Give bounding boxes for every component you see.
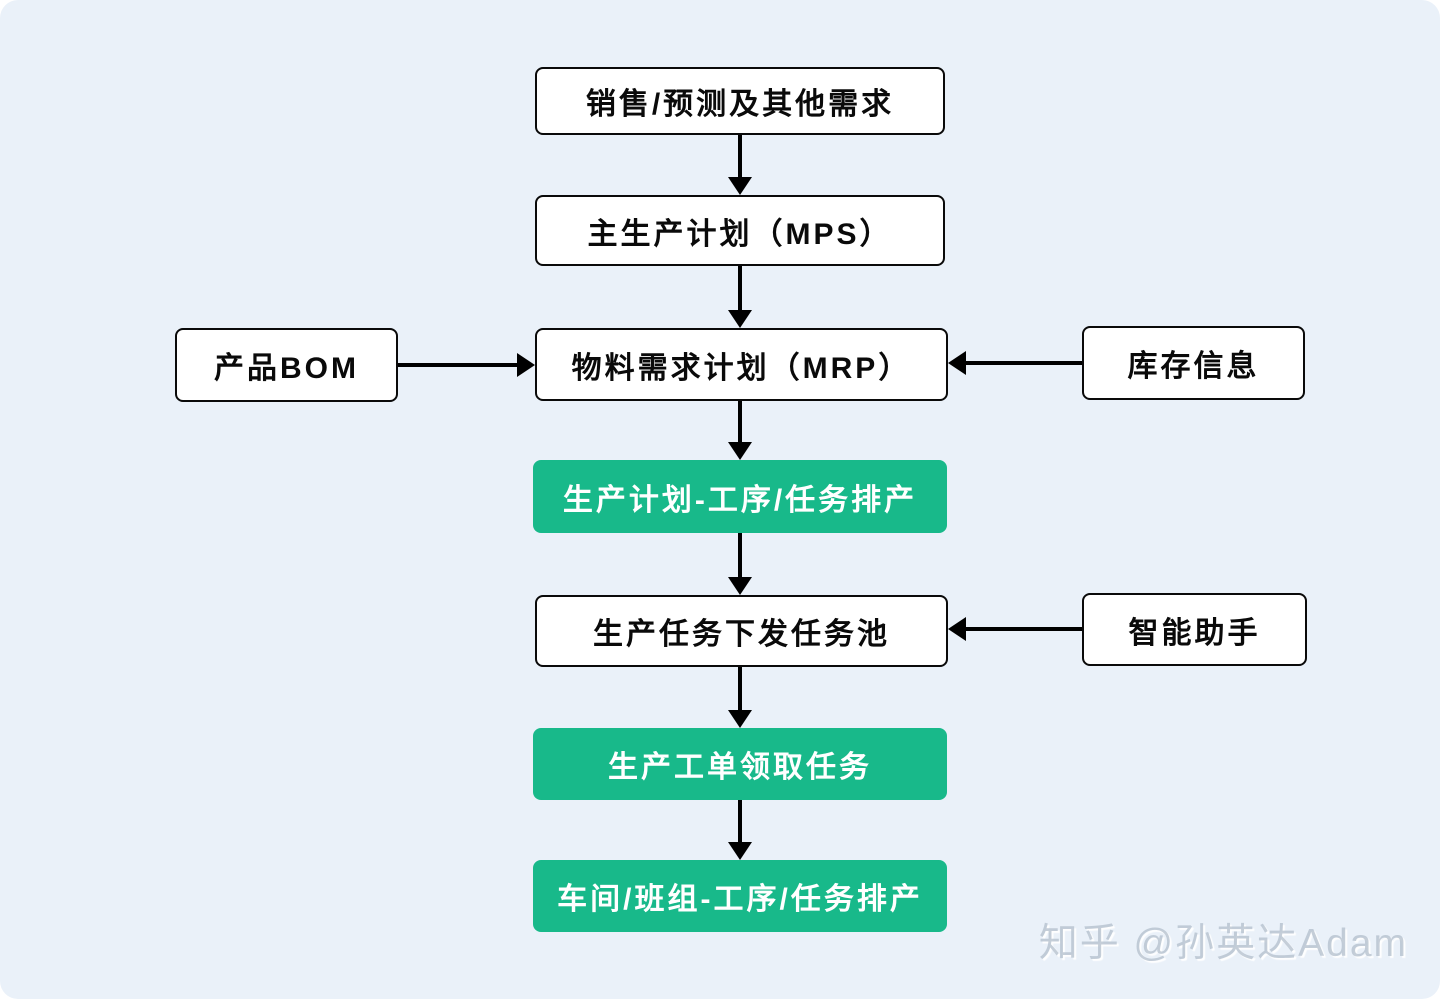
- arrow-bom-to-mrp: [398, 353, 535, 377]
- node-label: 库存信息: [1127, 350, 1260, 383]
- arrow-task-pool-to-work-order: [728, 667, 752, 728]
- arrow-line: [738, 800, 742, 844]
- node-label: 智能助手: [1128, 616, 1261, 650]
- arrow-head-icon: [728, 177, 752, 195]
- node-mrp: 物料需求计划（MRP）: [535, 328, 948, 401]
- node-product-bom: 产品BOM: [175, 328, 398, 402]
- arrow-line: [738, 135, 742, 179]
- arrow-work-order-to-workshop-scheduling: [728, 800, 752, 860]
- node-label: 生产计划-工序/任务排产: [562, 483, 918, 517]
- arrow-head-icon: [728, 842, 752, 860]
- node-label: 车间/班组-工序/任务排产: [557, 883, 923, 916]
- node-label: 主生产计划（MPS）: [587, 217, 893, 251]
- arrow-mrp-to-plan-scheduling: [728, 401, 752, 460]
- node-task-pool: 生产任务下发任务池: [535, 595, 948, 667]
- arrow-head-icon: [728, 442, 752, 460]
- arrow-line: [398, 363, 519, 367]
- node-work-order-claim-task: 生产工单领取任务: [533, 728, 947, 800]
- arrow-head-icon: [948, 351, 966, 375]
- arrow-head-icon: [728, 710, 752, 728]
- node-label: 产品BOM: [214, 352, 359, 385]
- node-label: 生产任务下发任务池: [593, 618, 890, 651]
- arrow-plan-scheduling-to-task-pool: [728, 533, 752, 595]
- node-plan-process-task-scheduling: 生产计划-工序/任务排产: [533, 460, 947, 533]
- node-sales-forecast-demand: 销售/预测及其他需求: [535, 67, 945, 135]
- arrow-demand-to-mps: [728, 135, 752, 195]
- node-inventory-info: 库存信息: [1082, 326, 1305, 400]
- arrow-head-icon: [728, 310, 752, 328]
- node-smart-assistant: 智能助手: [1082, 593, 1307, 666]
- node-label: 物料需求计划（MRP）: [571, 351, 912, 385]
- zhihu-watermark: 知乎 @孙英达Adam: [1038, 922, 1408, 965]
- arrow-head-icon: [517, 353, 535, 377]
- arrow-head-icon: [728, 577, 752, 595]
- node-workshop-team-scheduling: 车间/班组-工序/任务排产: [533, 860, 947, 932]
- arrow-line: [964, 627, 1082, 631]
- arrow-head-icon: [948, 617, 966, 641]
- node-label: 销售/预测及其他需求: [585, 88, 895, 121]
- arrow-line: [738, 533, 742, 579]
- arrow-inventory-to-mrp: [948, 351, 1082, 375]
- arrow-assistant-to-task-pool: [948, 617, 1082, 641]
- arrow-line: [738, 266, 742, 312]
- arrow-line: [738, 667, 742, 712]
- node-label: 生产工单领取任务: [608, 751, 872, 784]
- node-mps: 主生产计划（MPS）: [535, 195, 945, 266]
- arrow-line: [964, 361, 1082, 365]
- arrow-line: [738, 401, 742, 444]
- arrow-mps-to-mrp: [728, 266, 752, 328]
